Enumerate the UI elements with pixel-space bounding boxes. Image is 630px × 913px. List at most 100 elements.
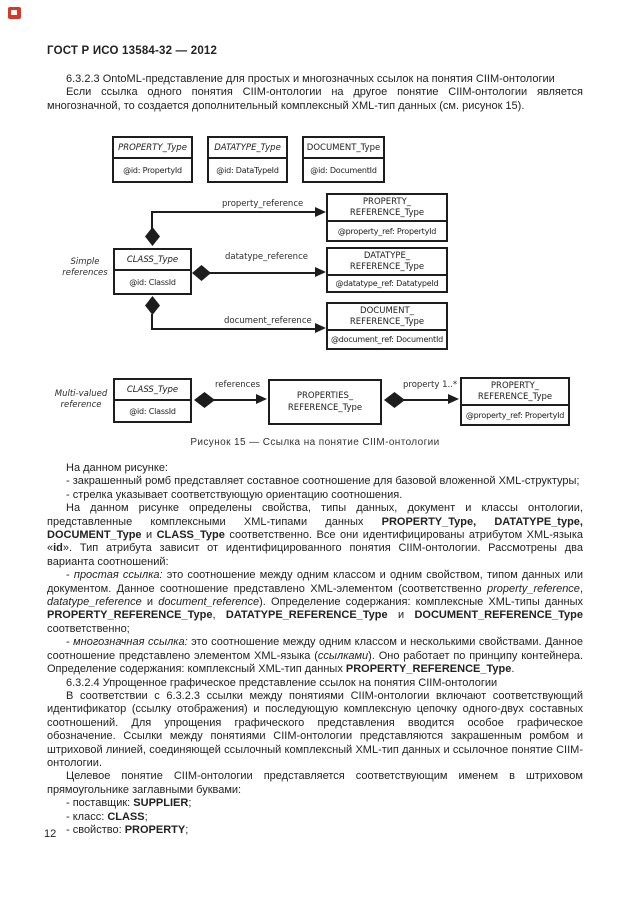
arrowhead <box>315 267 326 277</box>
paragraph: Если ссылка одного понятия CIIM-онтологи… <box>47 86 583 113</box>
broken-image-icon <box>8 7 21 19</box>
text-run: PROPERTY_REFERENCE_Type <box>47 609 213 622</box>
text-run: DOCUMENT_REFERENCE_Type <box>414 609 583 622</box>
paragraph: На данном рисунке: <box>47 462 583 475</box>
list-item: - стрелка указывает соответствующую орие… <box>47 489 583 502</box>
text-run: PROPERTY_REFERENCE_Type <box>345 663 512 676</box>
connector-line <box>212 399 256 401</box>
connector-line <box>402 399 448 401</box>
box-title: PROPERTY_Type <box>114 138 191 159</box>
arrowhead <box>315 207 326 217</box>
title-line: DOCUMENT_ <box>360 306 414 316</box>
label-line: Simple <box>70 257 100 267</box>
composition-diamond <box>384 392 405 408</box>
text-run: PROPERTY_Type, DATATYPE_type, DOCUMENT_T… <box>47 515 583 542</box>
box-title: CLASS_Type <box>115 250 190 271</box>
text-run: На данном рисунке определены свойства, т… <box>47 502 583 528</box>
figure-caption: Рисунок 15 — Ссылка на понятие CIIM-онто… <box>190 437 440 448</box>
arrowhead <box>448 394 459 404</box>
text-run: SUPPLIER <box>133 797 189 810</box>
intro-text: 6.3.2.3 OntoML-представление для простых… <box>47 73 583 113</box>
text-run: и <box>141 529 157 542</box>
title-line: PROPERTY_ <box>490 381 540 391</box>
list-item: - закрашенный ромб представляет составно… <box>47 475 583 488</box>
text-run: ; <box>185 823 189 836</box>
box-attribute: @property_ref: PropertyId <box>337 226 437 236</box>
text-run: это соотношение между одним классом и не… <box>47 636 583 662</box>
box-attribute: @id: ClassId <box>129 277 176 287</box>
text-run: , <box>579 582 583 595</box>
box-attribute: @id: PropertyId <box>123 165 182 175</box>
composition-diamond <box>145 227 160 246</box>
list-item: - свойство: PROPERTY; <box>47 824 583 837</box>
multi-valued-reference-label: Multi-valued reference <box>54 389 108 410</box>
box-title: PROPERTY_ REFERENCE_Type <box>462 379 568 406</box>
text-run: В соответствии с 6.3.2.3 ссылки между по… <box>47 689 583 769</box>
text-run: Если ссылка одного понятия CIIM-онтологи… <box>47 86 583 112</box>
box-title: CLASS_Type <box>115 380 190 401</box>
list-item: - класс: CLASS; <box>47 811 583 824</box>
composition-diamond <box>145 296 160 315</box>
text-run: соответственно; <box>47 622 130 635</box>
composition-diamond <box>192 265 211 281</box>
list-item: - поставщик: SUPPLIER; <box>47 797 583 810</box>
page-number: 12 <box>44 828 57 840</box>
box-attribute: @document_ref: DocumentId <box>330 335 444 344</box>
text-run: property_reference <box>486 582 580 595</box>
page-header: ГОСТ Р ИСО 13584-32 — 2012 <box>47 45 218 57</box>
box-attribute: @id: DocumentId <box>310 165 377 175</box>
title-line: PROPERTY_ <box>362 197 412 207</box>
box-attribute: @id: ClassId <box>129 406 176 416</box>
arrow-label: datatype_reference <box>225 252 308 262</box>
text-run: ; <box>144 810 148 823</box>
text-run: - закрашенный ромб представляет составно… <box>66 475 580 488</box>
text-run: 6.3.2.4 Упрощенное графическое представл… <box>66 676 498 689</box>
label-line: Multi-valued <box>54 389 108 399</box>
text-run: datatype_reference <box>47 596 142 609</box>
datatype-reference-type-box: DATATYPE_ REFERENCE_Type @datatype_ref: … <box>326 247 448 293</box>
list-item: - простая ссылка: это соотношение между … <box>47 569 583 636</box>
simple-references-label: Simple references <box>58 257 112 278</box>
property-type-box: PROPERTY_Type @id: PropertyId <box>112 136 193 183</box>
connector-line <box>208 272 315 274</box>
text-run: простая ссылка: <box>73 569 163 582</box>
text-run: PROPERTY <box>124 823 186 836</box>
text-run: и <box>141 596 159 609</box>
datatype-type-box: DATATYPE_Type @id: DataTypeId <box>207 136 288 183</box>
text-run: Целевое понятие CIIM-онтологии представл… <box>47 770 583 796</box>
box-attribute: @datatype_ref: DatatypeId <box>335 279 439 288</box>
title-line: REFERENCE_Type <box>287 403 363 413</box>
text-run: - свойство: <box>66 823 125 836</box>
paragraph: Целевое понятие CIIM-онтологии представл… <box>47 770 583 797</box>
clause-6323-heading: 6.3.2.3 OntoML-представление для простых… <box>47 73 583 86</box>
properties-reference-type-box: PROPERTIES_ REFERENCE_Type <box>268 379 382 425</box>
title-line: REFERENCE_Type <box>349 317 425 327</box>
title-line: REFERENCE_Type <box>477 392 553 402</box>
connector-line <box>151 212 153 230</box>
box-title: DATATYPE_Type <box>209 138 286 159</box>
text-run: 6.3.2.3 OntoML-представление для простых… <box>66 73 555 85</box>
title-line: REFERENCE_Type <box>349 262 425 272</box>
composition-diamond <box>194 392 215 408</box>
text-run: ». Тип атрибута зависит от идентифициров… <box>47 542 583 568</box>
box-title: DATATYPE_ REFERENCE_Type <box>328 249 446 276</box>
text-run: - класс: <box>66 810 108 823</box>
box-title: PROPERTY_ REFERENCE_Type <box>328 195 446 222</box>
text-run: ; <box>188 797 192 810</box>
text-run: - стрелка указывает соответствующую орие… <box>66 488 403 501</box>
body-text: На данном рисунке: - закрашенный ромб пр… <box>47 462 583 837</box>
text-run: На данном рисунке: <box>66 462 168 474</box>
text-run: - <box>66 569 74 582</box>
label-line: reference <box>60 399 102 410</box>
paragraph: В соответствии с 6.3.2.3 ссылки между по… <box>47 690 583 770</box>
property-reference-type-box: PROPERTY_ REFERENCE_Type @property_ref: … <box>326 193 448 242</box>
text-run: и <box>387 609 415 622</box>
connector-line <box>151 328 315 330</box>
arrow-label: document_reference <box>224 316 312 326</box>
text-run: это соотношение между одним классом и од… <box>47 569 583 595</box>
box-attribute: @property_ref: PropertyId <box>465 410 565 420</box>
connector-line <box>151 314 153 330</box>
text-run: CLASS <box>107 810 145 823</box>
paragraph: На данном рисунке определены свойства, т… <box>47 502 583 569</box>
text-run: . <box>511 663 515 676</box>
